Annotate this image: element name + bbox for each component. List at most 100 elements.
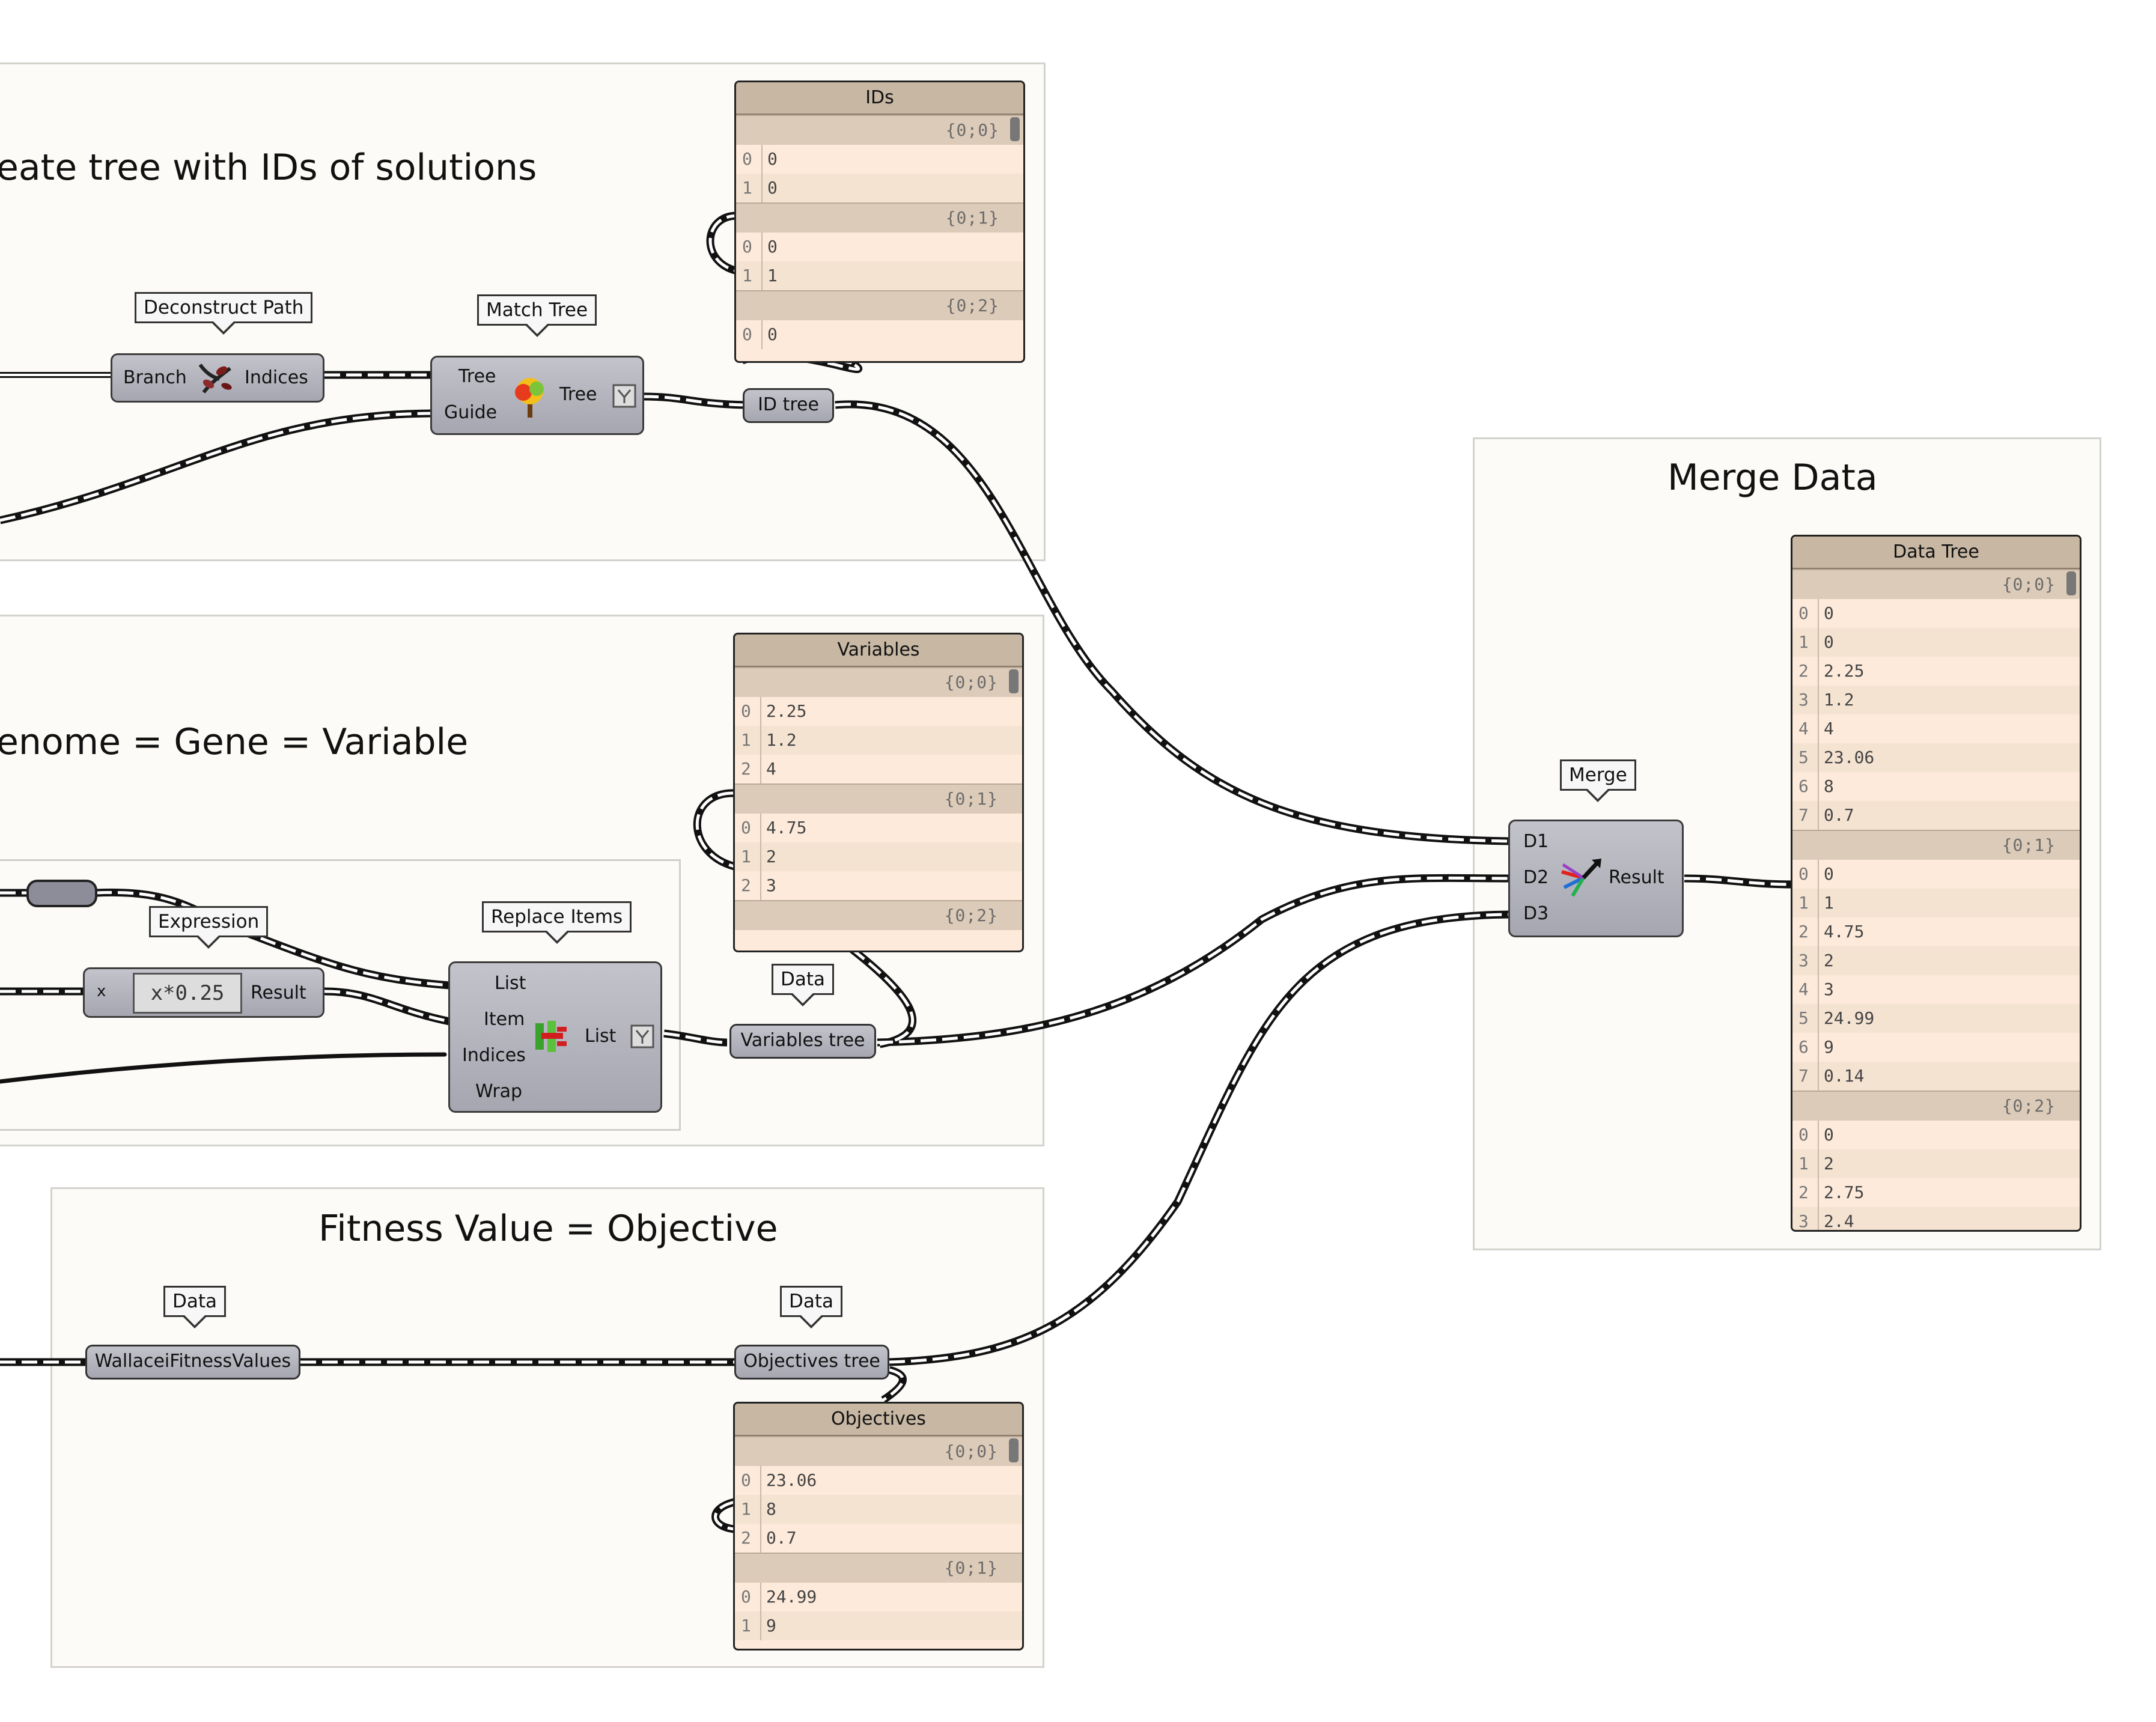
number-slider-capsule[interactable] xyxy=(26,880,97,907)
match-tree-component[interactable]: Tree Guide Tree xyxy=(430,356,644,435)
panel-item-index: 1 xyxy=(742,266,752,285)
objectives-panel-title: Objectives xyxy=(735,1404,1022,1436)
panel-branch-path: {0;0} xyxy=(736,115,1023,145)
panel-branch-path: {0;0} xyxy=(735,667,1022,697)
input-d3[interactable]: D3 xyxy=(1523,903,1549,924)
panel-item-index: 2 xyxy=(1798,922,1809,942)
input-guide[interactable]: Guide xyxy=(444,402,498,423)
panel-item-index: 6 xyxy=(1798,1037,1809,1057)
panel-item-index: 0 xyxy=(741,818,751,838)
tag-expression: Expression xyxy=(149,906,269,949)
tag-objectives-data-label: Data xyxy=(789,1291,834,1312)
data-tree-panel-title: Data Tree xyxy=(1792,537,2080,569)
panel-item-index: 7 xyxy=(1798,1066,1809,1086)
replace-items-component[interactable]: List Item Indices Wrap List xyxy=(448,961,662,1113)
tag-match-tree: Match Tree xyxy=(477,294,597,337)
group-title-fitness: Fitness Value = Objective xyxy=(318,1208,778,1250)
merge-component[interactable]: D1 D2 D3 Result xyxy=(1508,820,1684,937)
panel-item-index: 0 xyxy=(1798,864,1809,884)
panel-item-value: 0 xyxy=(767,237,778,257)
panel-item-value: 8 xyxy=(766,1499,776,1519)
wallacei-fitness-param[interactable]: WallaceiFitnessValues xyxy=(85,1345,300,1380)
panel-item-index: 3 xyxy=(1798,951,1809,970)
group-title-genome: enome = Gene = Variable xyxy=(0,721,469,763)
variables-tree-param[interactable]: Variables tree xyxy=(729,1024,876,1059)
input-x[interactable]: x xyxy=(97,982,106,1000)
panel-item-value: 0 xyxy=(1824,632,1834,652)
deconstruct-path-component[interactable]: Branch Indices xyxy=(111,353,324,403)
output-list[interactable]: List xyxy=(585,1026,617,1047)
input-indices[interactable]: Indices xyxy=(462,1045,526,1066)
panel-item-index: 0 xyxy=(741,701,751,721)
objectives-tree-param[interactable]: Objectives tree xyxy=(734,1345,889,1380)
input-d1[interactable]: D1 xyxy=(1523,831,1549,852)
panel-item-value: 9 xyxy=(766,1616,776,1635)
group-title-merge: Merge Data xyxy=(1667,457,1878,499)
input-d2[interactable]: D2 xyxy=(1523,867,1549,888)
panel-item-index: 1 xyxy=(742,178,752,198)
tag-replace-items-label: Replace Items xyxy=(491,906,623,928)
input-item[interactable]: Item xyxy=(484,1009,525,1030)
expression-component[interactable]: x x*0.25 Result xyxy=(83,967,324,1018)
panel-item-value: 4.75 xyxy=(1824,922,1865,942)
tag-variables-data: Data xyxy=(772,964,835,1006)
ids-panel-scroll[interactable] xyxy=(1010,117,1020,141)
panel-item-index: 5 xyxy=(1798,1008,1809,1028)
ids-panel-title: IDs xyxy=(736,82,1023,115)
data-tree-panel-scroll[interactable] xyxy=(2066,571,2076,595)
panel-item-index: 0 xyxy=(742,237,752,257)
panel-item-value: 0.14 xyxy=(1824,1066,1865,1086)
group-title-ids: eate tree with IDs of solutions xyxy=(0,147,537,189)
input-tree[interactable]: Tree xyxy=(458,366,496,387)
tag-merge: Merge xyxy=(1560,759,1636,802)
panel-item-value: 23.06 xyxy=(1824,747,1875,767)
expression-formula[interactable]: x*0.25 xyxy=(133,973,242,1014)
panel-item-value: 24.99 xyxy=(766,1587,817,1607)
panel-item-value: 2.4 xyxy=(1824,1211,1854,1231)
panel-item-index: 1 xyxy=(1798,893,1809,913)
input-wrap[interactable]: Wrap xyxy=(475,1081,523,1102)
replace-items-icon xyxy=(533,1018,569,1057)
panel-item-value: 2 xyxy=(1824,1154,1834,1173)
variables-panel-title: Variables xyxy=(735,634,1022,667)
panel-branch-path: {0;2} xyxy=(1792,1091,2080,1121)
variables-panel-scroll[interactable] xyxy=(1009,669,1019,693)
id-tree-param[interactable]: ID tree xyxy=(743,388,834,423)
objectives-panel-scroll[interactable] xyxy=(1009,1438,1019,1462)
panel-item-index: 6 xyxy=(1798,776,1809,796)
output-indices[interactable]: Indices xyxy=(245,367,308,388)
input-branch[interactable]: Branch xyxy=(123,367,187,388)
group-replace-items[interactable] xyxy=(0,859,681,1131)
output-result[interactable]: Result xyxy=(1609,867,1664,888)
panel-item-value: 9 xyxy=(1824,1037,1834,1057)
panel-item-value: 0 xyxy=(767,324,778,344)
panel-item-index: 4 xyxy=(1798,719,1809,738)
graft-flag-icon xyxy=(612,384,636,410)
panel-item-value: 23.06 xyxy=(766,1470,817,1490)
output-result[interactable]: Result xyxy=(251,982,306,1003)
input-list[interactable]: List xyxy=(495,973,526,994)
output-tree[interactable]: Tree xyxy=(559,384,597,405)
merge-icon xyxy=(1558,854,1606,904)
panel-item-value: 3 xyxy=(1824,979,1834,999)
panel-item-value: 1 xyxy=(767,266,778,285)
panel-item-index: 3 xyxy=(1798,1211,1809,1231)
